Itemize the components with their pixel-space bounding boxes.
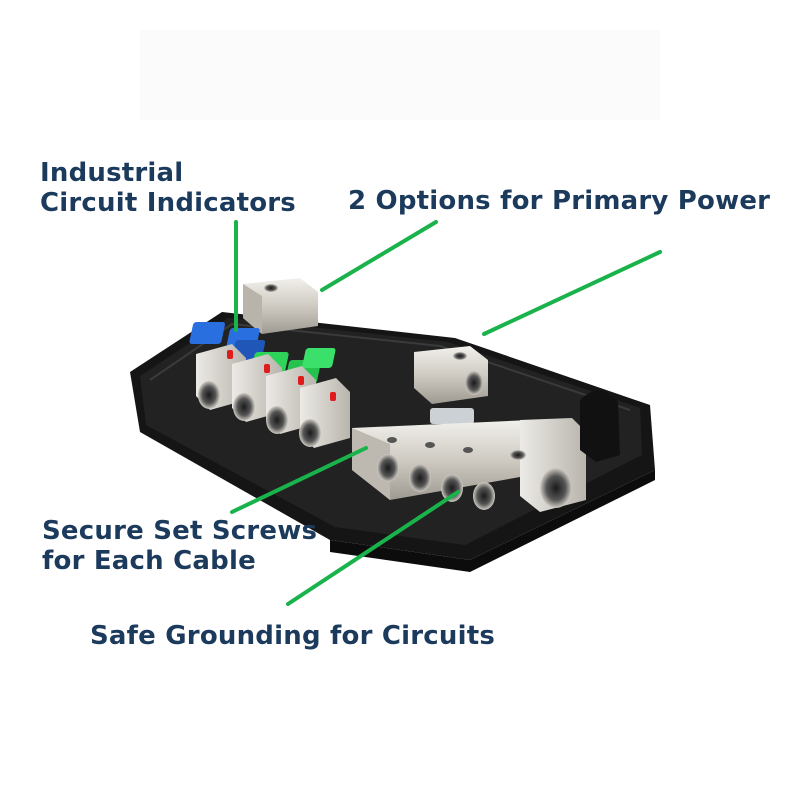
rear-power-terminal bbox=[243, 278, 318, 334]
fuse-clear bbox=[430, 408, 474, 424]
callout-line-1: Secure Set Screws bbox=[42, 516, 318, 546]
callout-set-screws: Secure Set Screws for Each Cable bbox=[42, 516, 317, 576]
cable-clip bbox=[580, 390, 620, 462]
callout-line-2: for Each Cable bbox=[42, 546, 256, 576]
right-power-terminal bbox=[414, 346, 488, 404]
callout-grounding: Safe Grounding for Circuits bbox=[90, 621, 496, 651]
circuit-indicators bbox=[227, 350, 336, 401]
callout-line-2: Circuit Indicators bbox=[40, 188, 296, 218]
callout-primary-power: 2 Options for Primary Power bbox=[348, 186, 771, 216]
background-glare bbox=[140, 30, 660, 120]
ground-bar bbox=[352, 418, 586, 512]
leader-lines bbox=[230, 220, 662, 606]
callout-line-1: Industrial bbox=[40, 158, 184, 188]
callout-circuit-indicators: Industrial Circuit Indicators bbox=[40, 158, 296, 218]
